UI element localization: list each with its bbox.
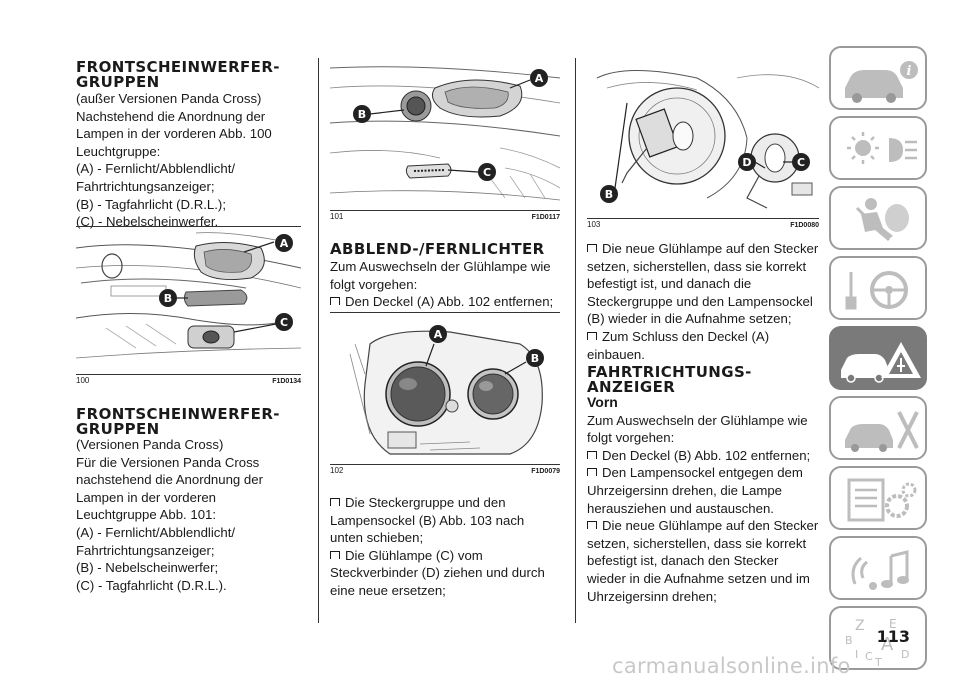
bullet-item: Die Glühlampe (C) vom Steckverbinder (D)… xyxy=(330,547,560,600)
figure-number: 100 xyxy=(76,376,90,385)
index-letter: E xyxy=(889,617,897,631)
paragraph: Zum Auswechseln der Glühlampe wie folgt … xyxy=(587,412,808,446)
list-item: (A) - Fernlicht/Abblendlicht/ Fahrtricht… xyxy=(76,161,236,194)
bullet-item: Den Lampensockel entgegen dem Uhrzeigers… xyxy=(587,464,819,517)
bulb-socket-diagram: B D C xyxy=(596,70,819,209)
callout-label: B xyxy=(531,352,539,365)
figure-number: 102 xyxy=(330,466,344,475)
figure-103: B D C 103 F1D0080 xyxy=(587,58,819,229)
section-heading: FAHRTRICHTUNGS-ANZEIGER xyxy=(587,363,752,396)
section-subtitle: (Versionen Panda Cross) xyxy=(76,437,224,452)
column-divider xyxy=(318,58,319,623)
callout-label: A xyxy=(434,328,443,341)
figure-code: F1D0134 xyxy=(272,378,301,385)
index-letter: I xyxy=(855,648,858,661)
callout-label: C xyxy=(280,316,288,329)
callout-label: B xyxy=(164,292,172,305)
index-letter: D xyxy=(901,648,909,661)
headlamp-rear-diagram: A B xyxy=(349,325,544,455)
figure-102: A B 102 F1D0079 xyxy=(330,314,560,475)
watermark-text: carmanualsonline.info xyxy=(612,654,851,678)
list-item: (B) - Nebelscheinwerfer; xyxy=(76,560,219,576)
figure-rule xyxy=(76,226,301,227)
figure-code: F1D0080 xyxy=(790,222,819,229)
list-item: (C) - Tagfahrlicht (D.R.L.). xyxy=(76,577,227,593)
list-item: (B) - Tagfahrlicht (D.R.L.); xyxy=(76,196,226,212)
chapter-tab-safety[interactable] xyxy=(829,186,927,250)
list-item: (A) - Fernlicht/Abblendlicht/ Fahrtricht… xyxy=(76,524,236,558)
bullet-item: Die Steckergruppe und den Lampensockel (… xyxy=(330,494,560,547)
chapter-tab-multimedia[interactable] xyxy=(829,536,927,600)
bullet-item: Die neue Glühlampe auf den Stecker setze… xyxy=(587,518,819,604)
section-heading: FRONTSCHEINWERFER-GRUPPEN xyxy=(76,405,280,438)
index-letter: A xyxy=(881,634,894,655)
figure-rule xyxy=(330,312,560,313)
figure-code: F1D0117 xyxy=(531,214,560,221)
multimedia-icon xyxy=(851,550,909,590)
chapter-tab-emergency[interactable] xyxy=(829,326,927,390)
callout-label: A xyxy=(280,237,289,250)
chapter-tab-car-info[interactable]: i xyxy=(829,46,927,110)
callout-label: C xyxy=(483,166,491,179)
technical-data-icon xyxy=(847,478,917,522)
car-info-icon: i xyxy=(845,61,918,103)
figure-101: A B C 101 F1D0117 xyxy=(330,58,560,221)
page-number: 113 xyxy=(876,627,910,646)
section-heading: ABBLEND-/FERNLICHTER xyxy=(330,240,545,258)
paragraph: Nachstehend die Anordnung der Lampen in … xyxy=(76,108,272,159)
chapter-tab-index[interactable]: Z E B A I C T D xyxy=(829,606,927,670)
callout-label: A xyxy=(535,72,544,85)
front-lights-cross-diagram: A B C xyxy=(330,66,560,201)
bullet-item: Zum Schluss den Deckel (A) einbauen. xyxy=(587,328,819,363)
index-letter: C xyxy=(865,650,873,663)
bullet-item: Den Deckel (B) Abb. 102 entfernen; xyxy=(587,447,819,465)
maintenance-icon xyxy=(845,411,919,452)
svg-text:i: i xyxy=(907,64,912,79)
figure-code: F1D0079 xyxy=(531,468,560,475)
figure-100: A B C 100 F1D0134 xyxy=(76,228,301,385)
safety-airbag-icon xyxy=(855,198,909,242)
callout-label: D xyxy=(742,156,751,169)
index-letter: T xyxy=(874,656,882,669)
paragraph: Zum Auswechseln der Glühlampe wie folgt … xyxy=(330,259,551,292)
section-heading: FRONTSCHEINWERFER-GRUPPEN xyxy=(76,58,280,91)
callout-label: B xyxy=(358,108,366,121)
section-subtitle: (außer Versionen Panda Cross) xyxy=(76,91,262,106)
callout-label: B xyxy=(605,188,613,201)
list-item: (C) - Nebelscheinwerfer. xyxy=(76,214,219,230)
figure-number: 101 xyxy=(330,212,344,221)
chapter-tab-maintenance[interactable] xyxy=(829,396,927,460)
chapter-tab-starting-driving[interactable] xyxy=(829,256,927,320)
column-divider xyxy=(575,58,576,623)
front-lights-diagram: A B C xyxy=(76,232,301,359)
dashboard-lights-icon xyxy=(847,132,917,164)
chapter-tab-dashboard[interactable] xyxy=(829,116,927,180)
figure-number: 103 xyxy=(587,220,601,229)
chapter-tab-technical-data[interactable] xyxy=(829,466,927,530)
bullet-item: Den Deckel (A) Abb. 102 entfernen; xyxy=(330,293,560,311)
index-letter: B xyxy=(845,634,853,647)
section-subheading: Vorn xyxy=(587,394,618,410)
callout-label: C xyxy=(797,156,805,169)
paragraph: Für die Versionen Panda Cross nachstehen… xyxy=(76,454,263,523)
index-icon: Z E B A I C T D xyxy=(845,617,909,669)
bullet-item: Die neue Glühlampe auf den Stecker setze… xyxy=(587,241,819,327)
starting-driving-icon xyxy=(845,271,908,310)
emergency-icon xyxy=(841,342,921,383)
index-letter: Z xyxy=(855,618,865,634)
